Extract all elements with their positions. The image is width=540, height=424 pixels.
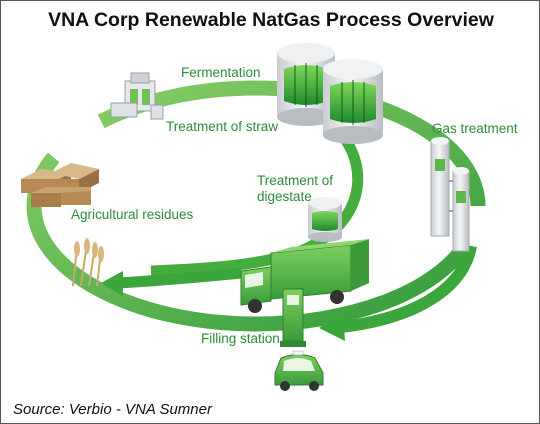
truck-icon (241, 239, 369, 313)
hay-bales-icon (21, 163, 99, 207)
label-treatment-of-digestate-line1: Treatment of (257, 173, 333, 188)
label-filling-station: Filling station (201, 331, 280, 346)
label-treatment-of-digestate-line2: digestate (257, 189, 312, 204)
fuel-pump-icon (280, 289, 306, 347)
biogas-tank-icon (277, 43, 383, 144)
source-caption: Source: Verbio - VNA Sumner (13, 401, 213, 418)
label-treatment-of-straw: Treatment of straw (166, 119, 278, 134)
arrow-to-agricultural-residues (101, 271, 241, 296)
car-icon (275, 351, 323, 391)
label-fermentation: Fermentation (181, 65, 261, 80)
straw-press-icon (111, 73, 163, 119)
label-agricultural-residues: Agricultural residues (71, 207, 194, 222)
label-gas-treatment: Gas treatment (432, 121, 518, 136)
diagram-title: VNA Corp Renewable NatGas Process Overvi… (48, 9, 495, 31)
digestate-tank-icon (308, 197, 342, 242)
